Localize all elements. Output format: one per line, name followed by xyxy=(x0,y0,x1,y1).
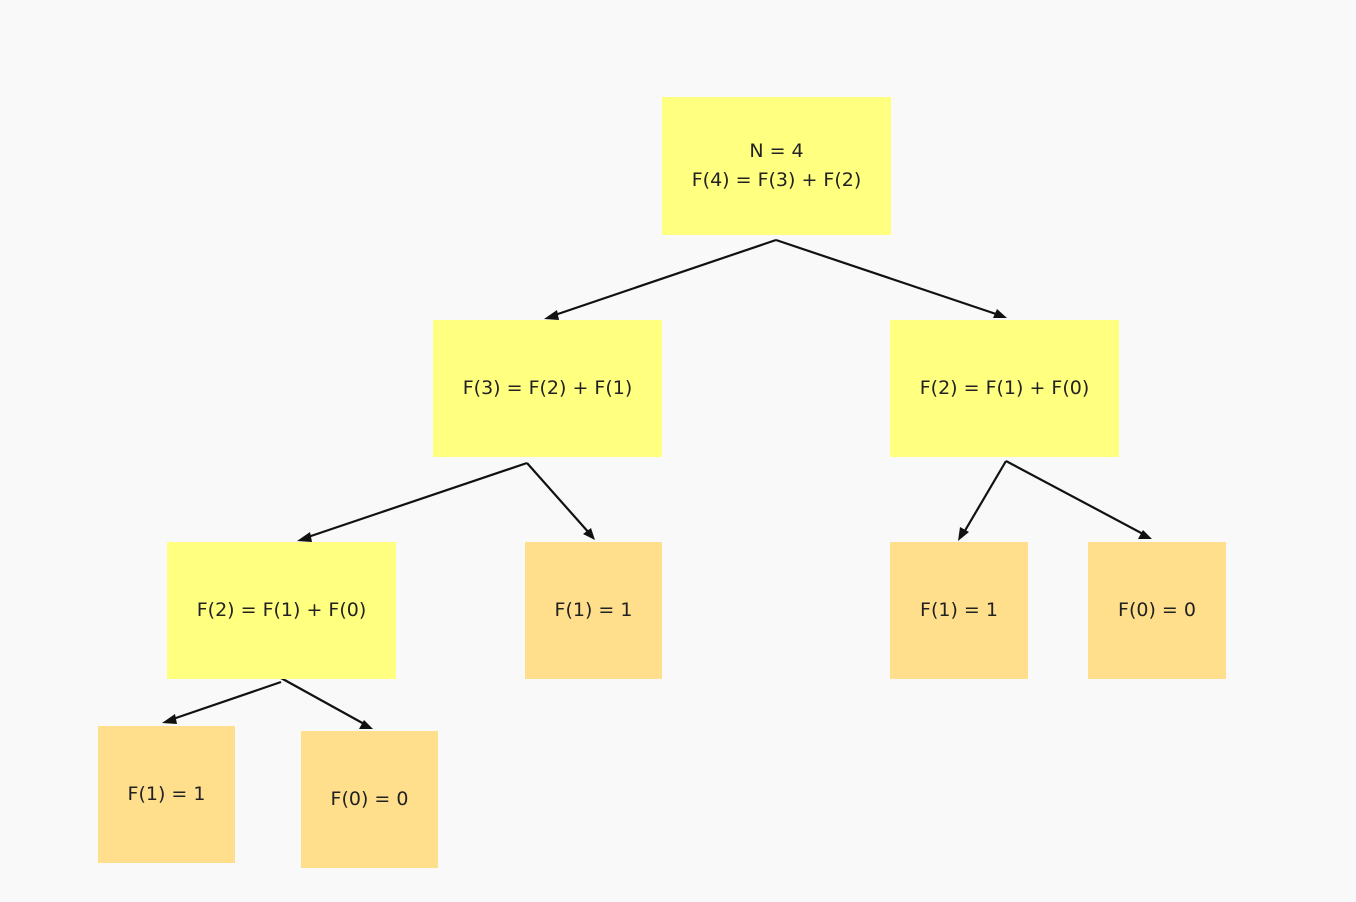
leaf-f1-right: F(1) = 1 xyxy=(890,542,1028,679)
edge-root-f2 xyxy=(775,238,1000,317)
edge-f2-f1 xyxy=(962,460,1007,535)
f2-right-formula: F(2) = F(1) + F(0) xyxy=(919,377,1090,399)
arrowhead xyxy=(162,714,177,724)
arrowhead xyxy=(297,532,312,542)
leaf-f1-mid: F(1) = 1 xyxy=(525,542,662,679)
f1-mid-value: F(1) = 1 xyxy=(554,599,633,621)
node-root: N = 4 F(4) = F(3) + F(2) xyxy=(662,97,891,235)
leaf-f0-bottom: F(0) = 0 xyxy=(301,731,438,868)
arrowhead xyxy=(993,309,1007,318)
edge-f3-f1 xyxy=(526,462,591,535)
arrowhead xyxy=(958,527,969,541)
node-f3: F(3) = F(2) + F(1) xyxy=(433,320,662,457)
f1-bottom-value: F(1) = 1 xyxy=(127,783,206,805)
arrowhead xyxy=(583,528,595,540)
arrowhead xyxy=(1138,530,1152,539)
edge-f3-f2 xyxy=(304,461,528,540)
edge-f2left-f0 xyxy=(280,677,367,726)
node-f2-left: F(2) = F(1) + F(0) xyxy=(167,542,396,679)
arrowhead xyxy=(359,720,373,729)
f0-bottom-value: F(0) = 0 xyxy=(330,788,409,810)
f3-formula: F(3) = F(2) + F(1) xyxy=(462,377,633,399)
f0-right-value: F(0) = 0 xyxy=(1118,599,1196,621)
root-formula: F(4) = F(3) + F(2) xyxy=(691,169,862,191)
node-f2-right: F(2) = F(1) + F(0) xyxy=(890,320,1119,457)
leaf-f0-right: F(0) = 0 xyxy=(1088,542,1226,679)
f2-left-formula: F(2) = F(1) + F(0) xyxy=(196,599,367,621)
edge-root-f3 xyxy=(551,238,777,318)
edge-f2-f0 xyxy=(1005,460,1146,536)
edge-f2left-f1 xyxy=(169,680,282,722)
root-n-label: N = 4 xyxy=(749,140,804,162)
arrowhead xyxy=(544,310,559,320)
leaf-f1-bottom: F(1) = 1 xyxy=(98,726,235,863)
f1-right-value: F(1) = 1 xyxy=(920,599,998,621)
